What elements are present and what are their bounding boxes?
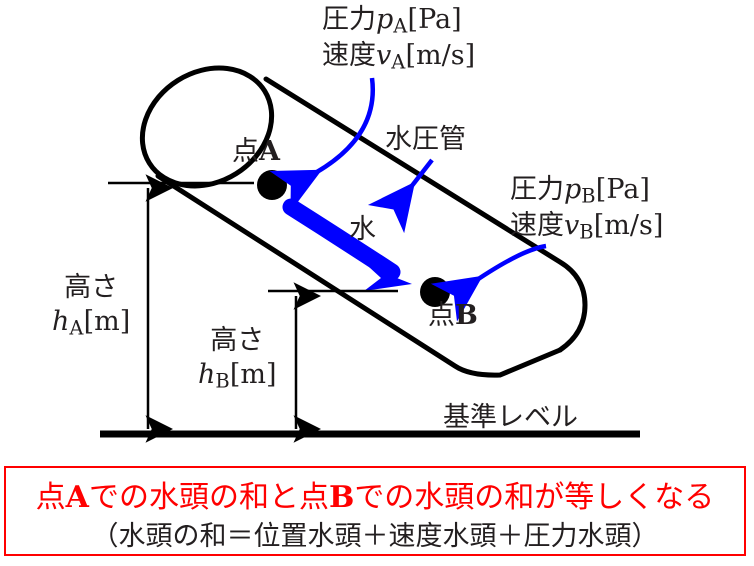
penstock-pipe [139, 65, 588, 378]
conclusion-line-1: 点Aでの水頭の和と点Bでの水頭の和が等しくなる [6, 472, 744, 516]
height-a-subscript: A [69, 316, 84, 340]
callout-arrow-pipe [367, 158, 434, 234]
velocity-b-subscript: B [579, 220, 594, 244]
label-datum-level: 基準レベル [443, 402, 578, 433]
label-point-a: 点A [232, 136, 280, 168]
label-pressure-a: 圧力pA[Pa] [322, 4, 462, 38]
conclusion-line-2: （水頭の和＝位置水頭＋速度水頭＋圧力水頭） [91, 521, 659, 552]
height-a-caption: 高さ [64, 272, 119, 303]
label-velocity-b: 速度vB[m/s] [510, 210, 663, 244]
height-a-unit: [m] [83, 305, 131, 337]
height-a-symbol: h [52, 305, 70, 337]
pipe-upper-wall [263, 76, 588, 353]
callout-arrow-point-a [269, 77, 376, 212]
velocity-a-prefix: 速度 [322, 40, 376, 71]
height-b-subscript: B [215, 369, 230, 393]
height-b-symbol: h [198, 358, 216, 390]
velocity-a-subscript: A [391, 50, 406, 74]
conclusion-point-a: A [65, 480, 89, 515]
pressure-b-unit: [Pa] [595, 174, 650, 205]
callout-arrow-point-b [430, 243, 547, 322]
point-b-name: B [455, 300, 478, 331]
height-a-symbol-row: hA[m] [52, 306, 130, 340]
point-a-marker [257, 170, 287, 200]
water-flow-arrow [282, 198, 412, 291]
pressure-a-symbol: p [376, 4, 394, 35]
velocity-a-symbol: v [376, 40, 392, 71]
height-b-unit: [m] [229, 358, 277, 390]
label-penstock-pipe: 水圧管 [385, 124, 466, 155]
velocity-b-unit: [m/s] [593, 210, 664, 241]
label-point-b: 点B [428, 300, 478, 332]
conclusion-point-b: B [328, 480, 355, 515]
pressure-a-subscript: A [393, 14, 408, 38]
conclusion-part-1: 点 [35, 480, 66, 515]
pressure-b-subscript: B [581, 184, 596, 208]
label-pressure-b: 圧力pB[Pa] [510, 174, 650, 208]
pressure-a-prefix: 圧力 [322, 4, 376, 35]
velocity-a-unit: [m/s] [405, 40, 476, 71]
conclusion-part-2: での水頭の和と点 [88, 480, 329, 515]
pressure-a-unit: [Pa] [407, 4, 462, 35]
height-b-symbol-row: hB[m] [198, 359, 277, 393]
pressure-b-prefix: 圧力 [510, 174, 564, 205]
point-a-name: A [259, 136, 280, 167]
label-velocity-a: 速度vA[m/s] [322, 40, 475, 74]
conclusion-part-3: での水頭の和が等しくなる [354, 480, 715, 515]
conclusion-box: 点Aでの水頭の和と点Bでの水頭の和が等しくなる （水頭の和＝位置水頭＋速度水頭＋… [4, 466, 746, 556]
velocity-b-prefix: 速度 [510, 210, 564, 241]
point-b-prefix: 点 [428, 300, 455, 331]
label-water: 水 [349, 214, 376, 245]
pressure-b-symbol: p [564, 174, 582, 205]
height-b-caption: 高さ [210, 325, 265, 356]
pipe-opening-ellipse [139, 65, 275, 189]
point-a-prefix: 点 [232, 136, 259, 167]
pipe-lower-wall [155, 173, 563, 378]
label-height-a: 高さ hA[m] [52, 272, 130, 340]
label-height-b: 高さ hB[m] [198, 325, 277, 393]
velocity-b-symbol: v [564, 210, 580, 241]
